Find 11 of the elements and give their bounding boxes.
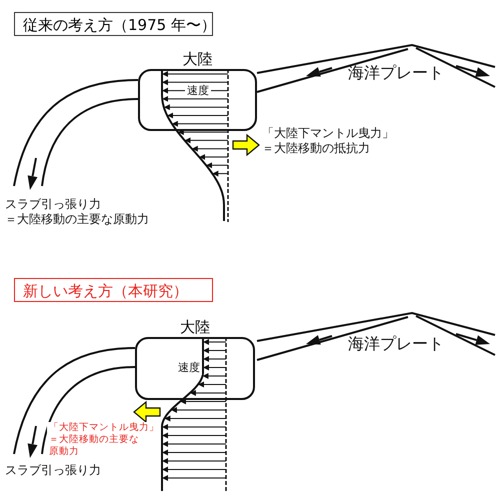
velocity-label: 速度 [176, 361, 202, 375]
plate-label: 海洋プレート [348, 334, 444, 354]
velocity-label: 速度 [185, 84, 211, 98]
force-label: スラブ引っ張り力 [5, 463, 101, 478]
continent-label: 大陸 [182, 50, 212, 68]
force-label: 「大陸下マントル曳力」＝大陸移動の抵抗力 [262, 126, 394, 156]
plate-label: 海洋プレート [348, 63, 444, 83]
section-heading: 従来の考え方（1975 年〜） [14, 12, 213, 36]
section-heading: 新しい考え方（本研究） [14, 278, 213, 302]
continent-label: 大陸 [180, 318, 210, 336]
force-label: スラブ引っ張り力＝大陸移動の主要な原動力 [5, 197, 149, 227]
